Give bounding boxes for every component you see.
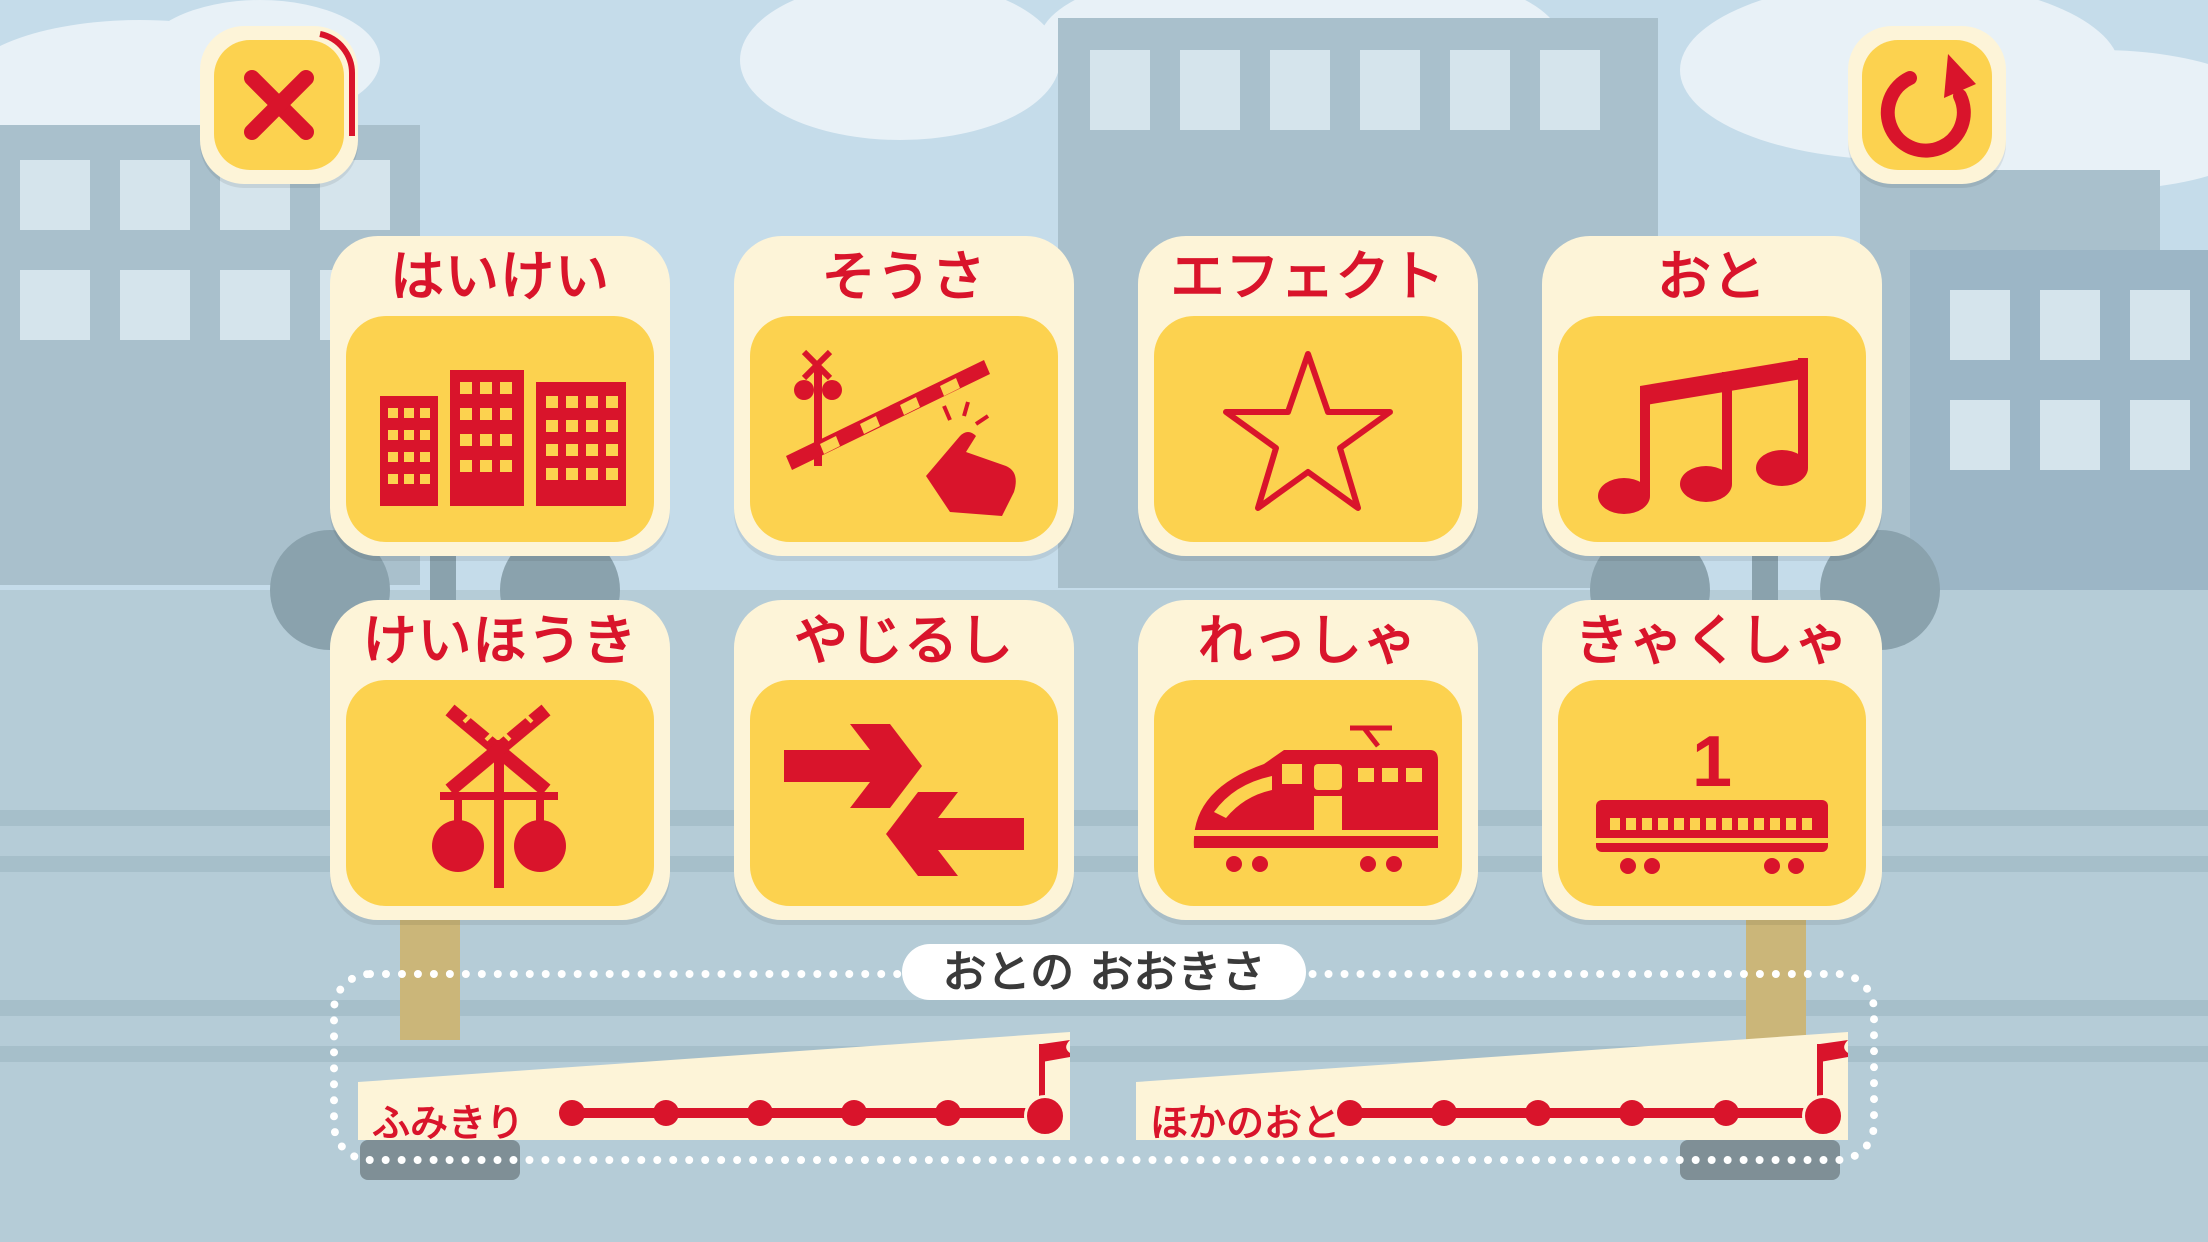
tile-icon-area — [1558, 316, 1866, 542]
tile-train[interactable]: れっしゃ — [1138, 600, 1478, 920]
tile-icon-area — [750, 316, 1058, 542]
crossing-signal-icon — [432, 704, 566, 888]
tile-warning-signal[interactable]: けいほうき — [330, 600, 670, 920]
buildings-icon — [380, 370, 626, 506]
slider-ramp — [1136, 1032, 1848, 1140]
tile-sound[interactable]: おと — [1542, 236, 1882, 556]
passenger-car-icon: 1 — [1596, 722, 1828, 874]
slider-stop[interactable] — [1619, 1100, 1645, 1126]
car-number: 1 — [1692, 722, 1732, 802]
tile-background[interactable]: はいけい — [330, 236, 670, 556]
tile-label: エフェクト — [1170, 245, 1446, 308]
slider-stop[interactable] — [935, 1100, 961, 1126]
rotate-icon — [1880, 54, 1976, 158]
tile-label: きゃくしゃ — [1574, 609, 1850, 672]
slider-stop[interactable] — [1431, 1100, 1457, 1126]
tile-icon-area — [1154, 316, 1462, 542]
tile-controls[interactable]: そうさ — [734, 236, 1074, 556]
slider-stop[interactable] — [1713, 1100, 1739, 1126]
tile-arrows[interactable]: やじるし — [734, 600, 1074, 920]
crossing-volume-slider[interactable]: ふみきり — [350, 1010, 1070, 1170]
slider-label: ほかのおと — [1150, 1101, 1341, 1145]
volume-title: おとの おおきさ — [902, 944, 1306, 1000]
tile-label: けいほうき — [362, 609, 638, 672]
tile-label: おと — [1657, 245, 1767, 308]
tile-icon-area — [346, 316, 654, 542]
tile-icon-area — [346, 680, 654, 906]
star-icon — [1223, 351, 1393, 511]
slider-stop[interactable] — [1337, 1100, 1363, 1126]
arrows-icon — [784, 724, 1024, 876]
tile-icon-area: 1 — [1558, 680, 1866, 906]
music-notes-icon — [1598, 358, 1808, 514]
slider-stop[interactable] — [653, 1100, 679, 1126]
tile-label: やじるし — [794, 609, 1014, 672]
tile-label: そうさ — [821, 245, 987, 308]
close-button[interactable] — [200, 26, 358, 184]
tile-icon-area — [1154, 680, 1462, 906]
tile-icon-area — [750, 680, 1058, 906]
tile-effect[interactable]: エフェクト — [1138, 236, 1478, 556]
close-icon — [244, 31, 356, 140]
slider-knob[interactable] — [1024, 1095, 1066, 1137]
train-icon — [1193, 725, 1438, 872]
slider-label: ふみきり — [372, 1101, 525, 1145]
slider-stop[interactable] — [841, 1100, 867, 1126]
slider-stop[interactable] — [747, 1100, 773, 1126]
other-sounds-volume-slider[interactable]: ほかのおと — [1128, 1010, 1848, 1170]
reset-button[interactable] — [1848, 26, 2006, 184]
slider-stop[interactable] — [559, 1100, 585, 1126]
tile-passenger-car[interactable]: きゃくしゃ 1 — [1542, 600, 1882, 920]
tile-label: はいけい — [390, 245, 610, 308]
crossing-gate-tap-icon — [786, 349, 1016, 516]
tile-label: れっしゃ — [1198, 609, 1418, 672]
slider-knob[interactable] — [1802, 1095, 1844, 1137]
slider-stop[interactable] — [1525, 1100, 1551, 1126]
